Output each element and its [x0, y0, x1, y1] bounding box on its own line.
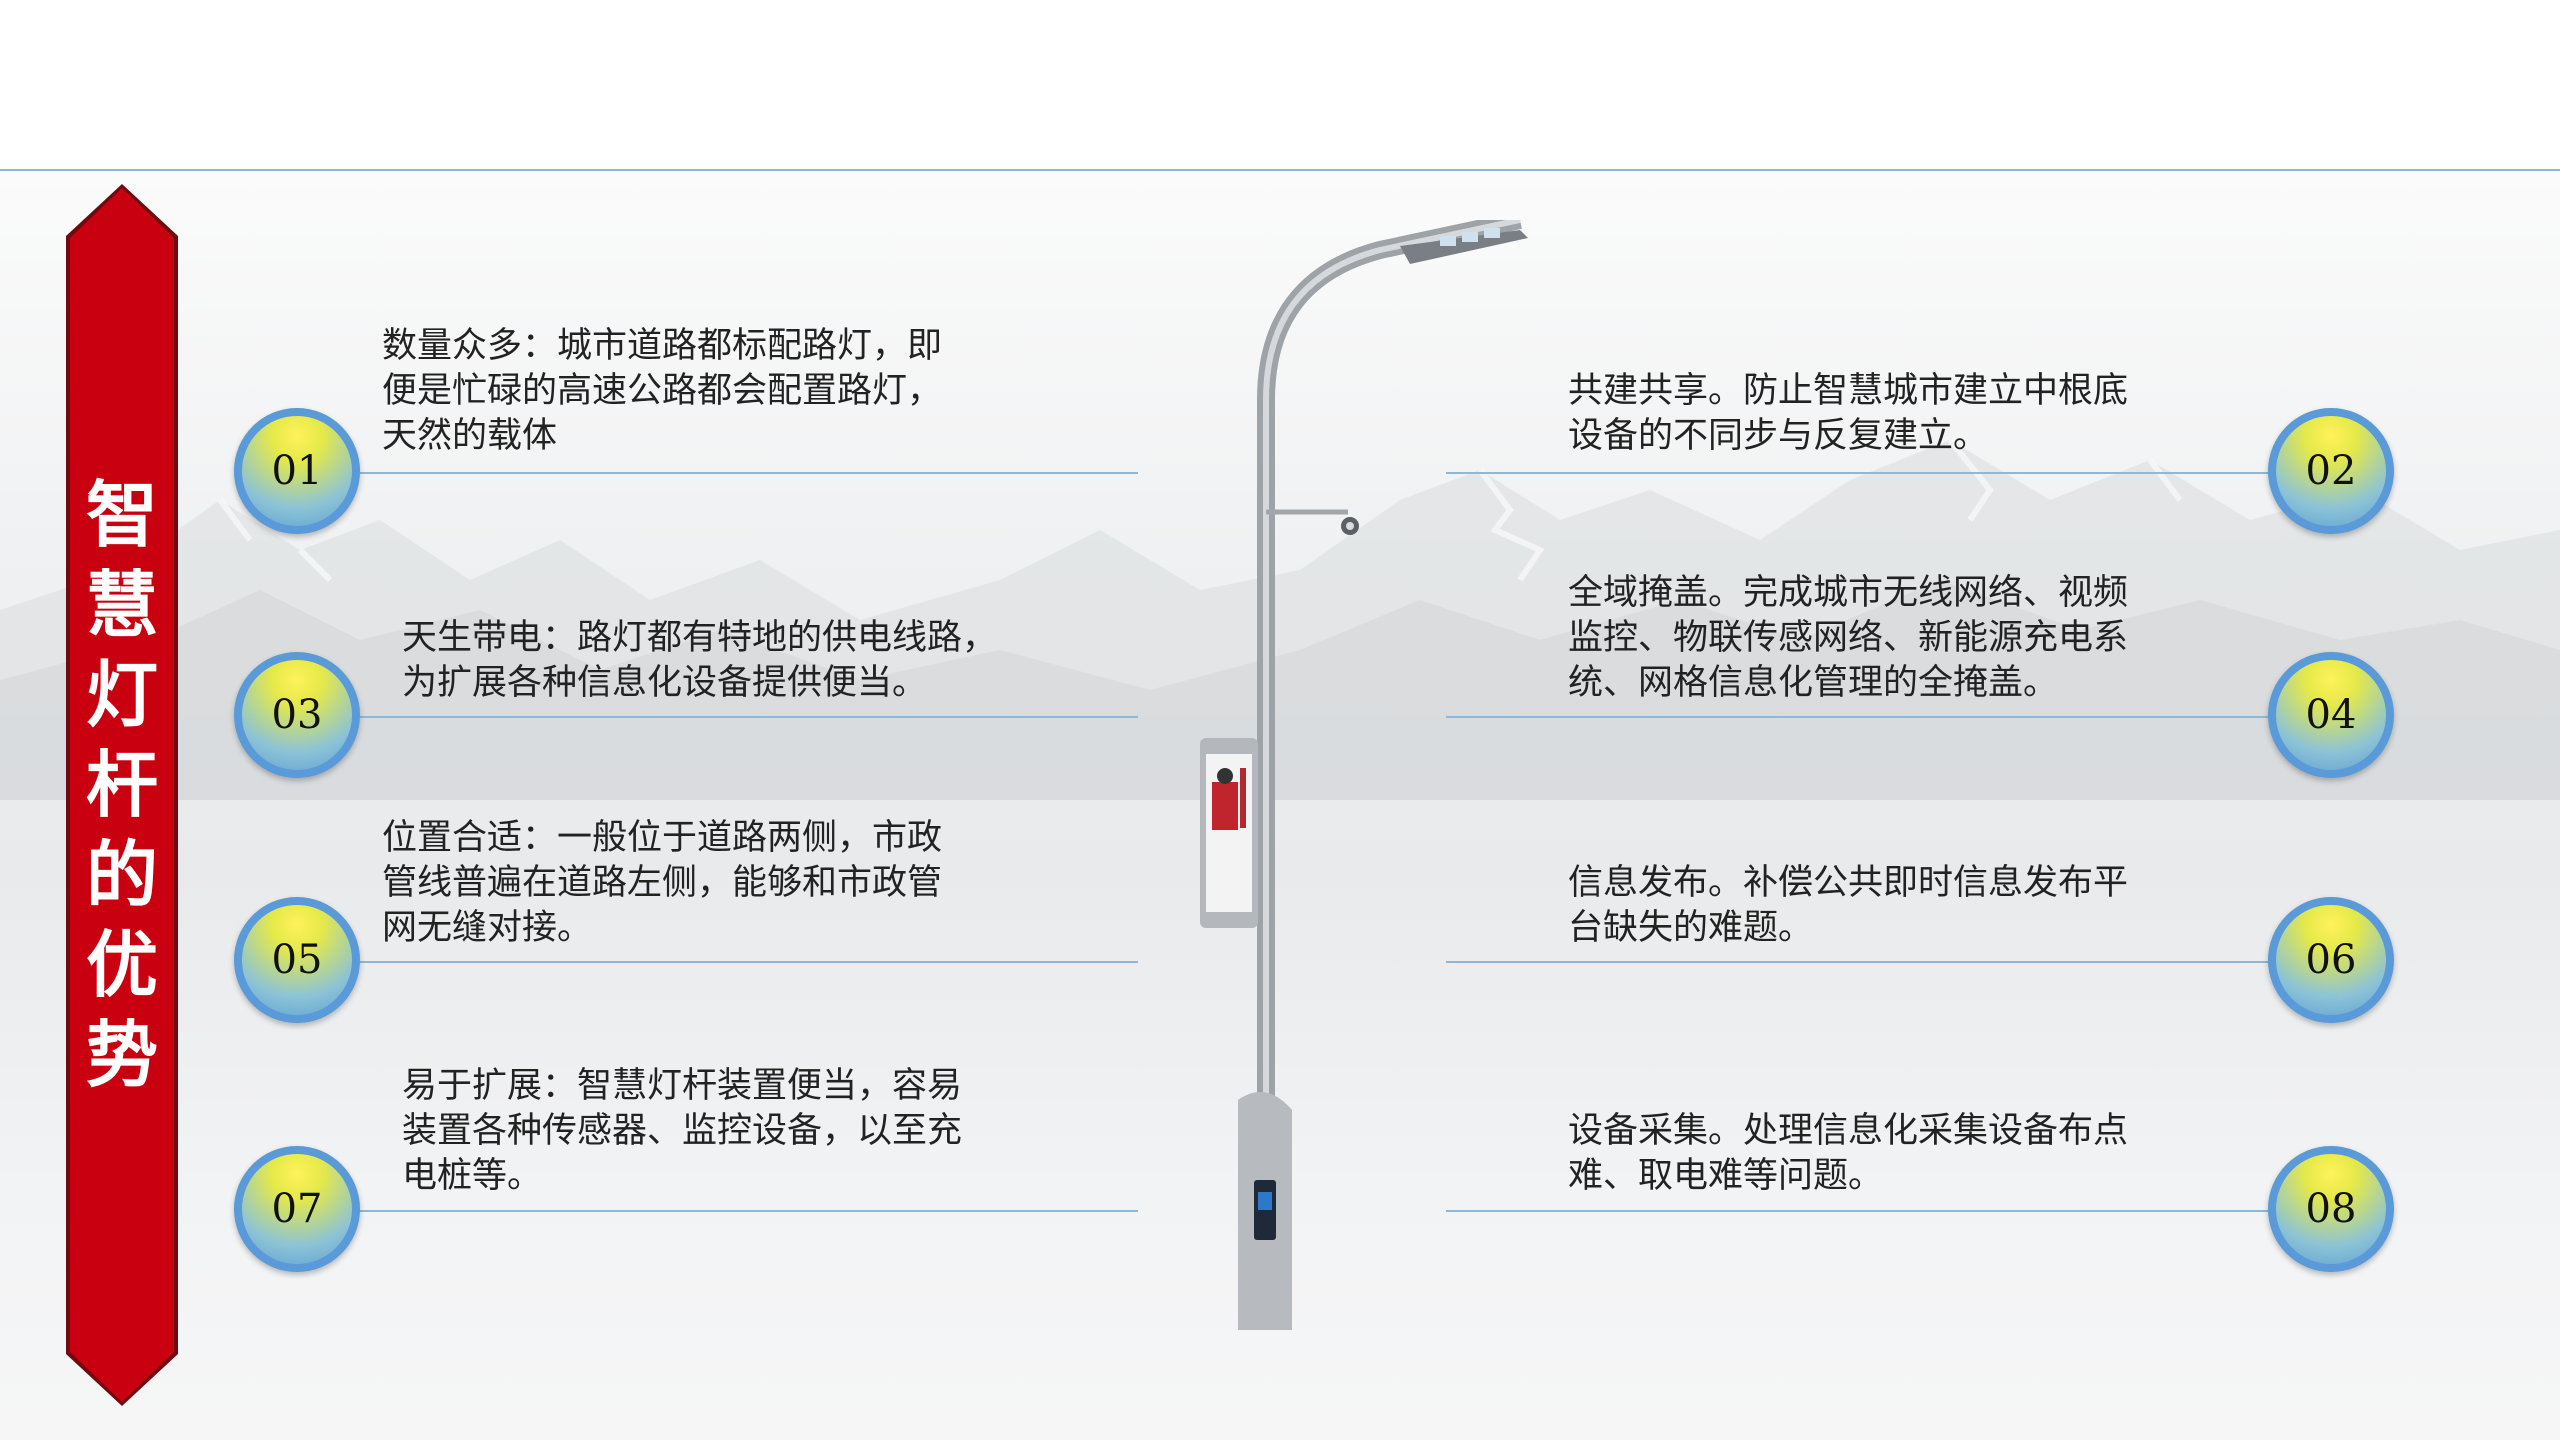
advantage-01-text: 数量众多：城市道路都标配路灯，即 便是忙碌的高速公路都会配置路灯， 天然的载体	[382, 326, 943, 456]
advantage-02-badge: 02	[2268, 408, 2394, 534]
advantage-03-badge: 03	[234, 652, 360, 778]
advantage-04-badge: 04	[2268, 652, 2394, 778]
advantage-03-divider	[352, 716, 1138, 718]
advantage-05-divider	[352, 961, 1138, 963]
slide-title: 智慧灯杆的优势	[85, 472, 158, 1097]
title-banner	[66, 184, 178, 1406]
advantage-04-divider	[1446, 716, 2276, 718]
advantage-03-text: 天生带电：路灯都有特地的供电线路， 为扩展各种信息化设备提供便当。	[402, 618, 998, 703]
advantage-06-text: 信息发布。补偿公共即时信息发布平 台缺失的难题。	[1568, 863, 2129, 948]
advantage-08-divider	[1446, 1210, 2276, 1212]
advantage-06-divider	[1446, 961, 2276, 963]
advantage-08-badge: 08	[2268, 1146, 2394, 1272]
mountain-backdrop	[0, 438, 2560, 800]
advantage-06-badge: 06	[2268, 897, 2394, 1023]
advantage-02-divider	[1446, 472, 2276, 474]
header-rule	[0, 169, 2560, 171]
advantage-01-badge: 01	[234, 408, 360, 534]
advantage-01-divider	[352, 472, 1138, 474]
advantage-07-text: 易于扩展：智慧灯杆装置便当，容易 装置各种传感器、监控设备，以至充 电桩等。	[402, 1066, 963, 1196]
advantage-07-badge: 07	[234, 1146, 360, 1272]
advantage-05-badge: 05	[234, 897, 360, 1023]
smart-pole-illustration	[1200, 220, 1528, 1330]
advantage-04-text: 全域掩盖。完成城市无线网络、视频 监控、物联传感网络、新能源充电系 统、网格信息…	[1568, 573, 2129, 703]
advantage-05-text: 位置合适：一般位于道路两侧，市政 管线普遍在道路左侧，能够和市政管 网无缝对接。	[382, 818, 943, 948]
advantage-07-divider	[352, 1210, 1138, 1212]
advantage-08-text: 设备采集。处理信息化采集设备布点 难、取电难等问题。	[1568, 1111, 2129, 1196]
advantage-02-text: 共建共享。防止智慧城市建立中根底 设备的不同步与反复建立。	[1568, 371, 2129, 456]
